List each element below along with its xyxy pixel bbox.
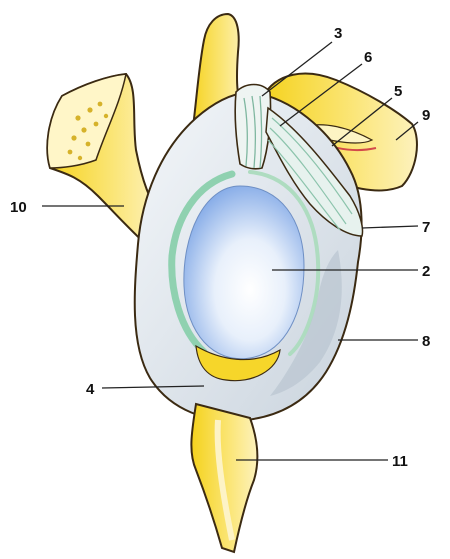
glenoid-cavity: [184, 186, 304, 359]
label-6: 6: [364, 49, 372, 66]
label-11: 11: [392, 453, 408, 470]
label-9: 9: [422, 107, 430, 124]
label-4: 4: [86, 381, 95, 398]
label-5: 5: [394, 83, 402, 100]
biceps-tendon: [235, 85, 270, 169]
label-10: 10: [10, 199, 27, 216]
lateral-border-scapula: [191, 404, 257, 552]
label-8: 8: [422, 333, 430, 350]
label-3: 3: [334, 25, 342, 42]
label-7: 7: [422, 219, 430, 236]
label-2: 2: [422, 263, 430, 280]
